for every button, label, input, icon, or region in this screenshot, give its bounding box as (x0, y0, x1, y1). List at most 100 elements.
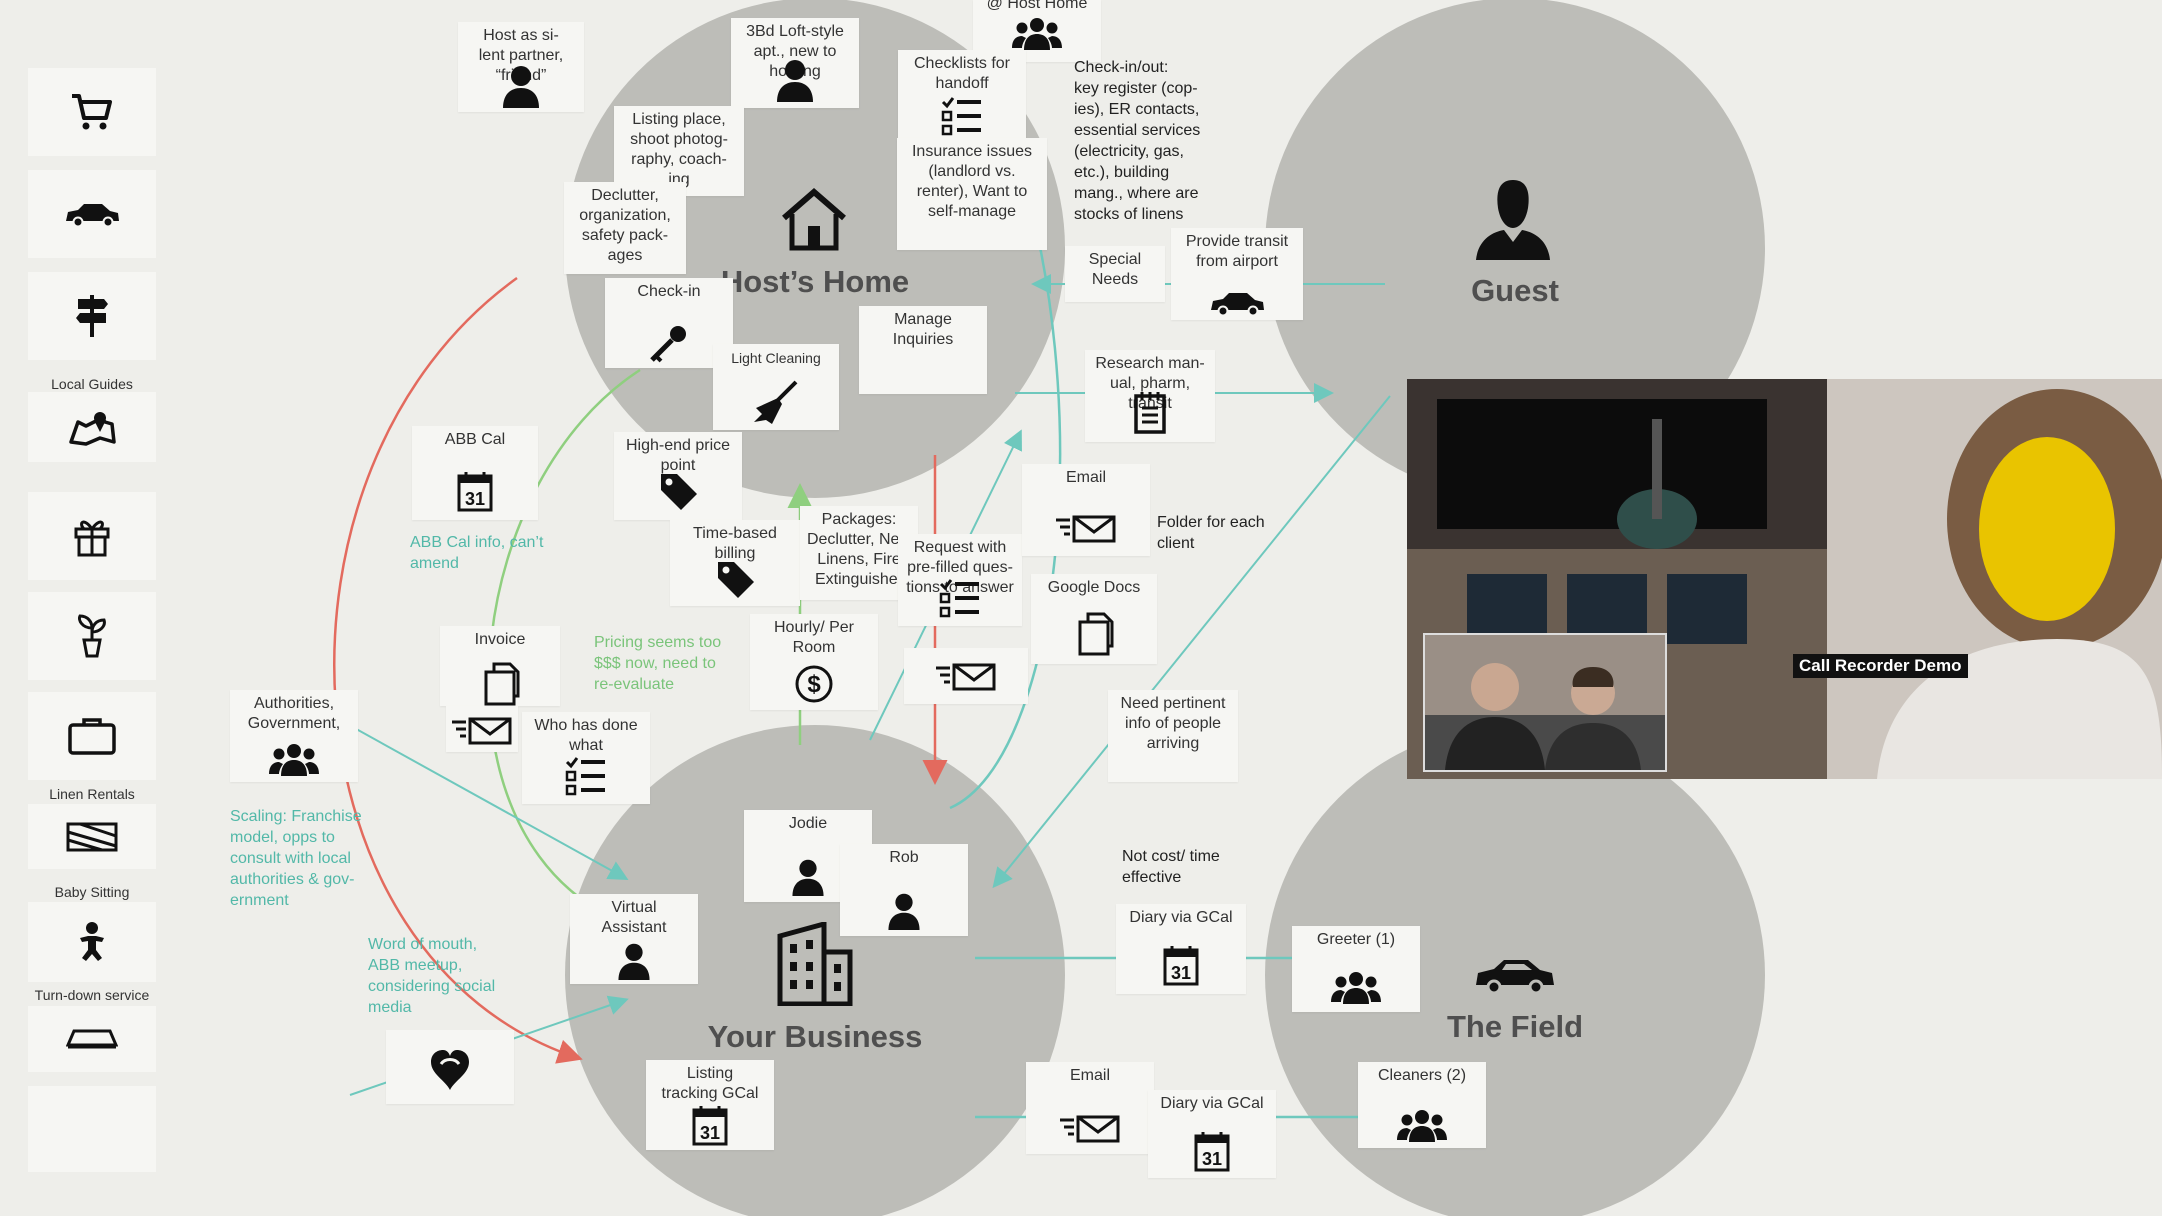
field-car-icon (1476, 960, 1554, 995)
sidebar-label-turn-down: Turn-down service (34, 987, 150, 1003)
note-need-pertinent[interactable]: Need pertinent info of people arriving (1108, 690, 1238, 782)
email-icon (1056, 515, 1116, 543)
text-word-of-mouth: Word of mouth, ABB meetup, considering s… (368, 936, 496, 1016)
sidebar-cell-turn-down[interactable] (28, 1006, 156, 1072)
note-abb-cal[interactable]: ABB Cal 31 (412, 426, 538, 520)
broom-icon (754, 380, 798, 424)
email-icon (936, 663, 996, 691)
guest-person-icon (1476, 180, 1550, 260)
note-listing-place[interactable]: Listing place, shoot photog- raphy, coac… (614, 106, 744, 196)
text-checkin-out: Check-in/out: key register (cop- ies), E… (1074, 59, 1201, 223)
linen-icon (66, 822, 118, 851)
map-icon (69, 412, 116, 446)
note-text: Authorities, Government, (247, 695, 341, 732)
note-email-1[interactable]: Email (1022, 464, 1150, 556)
note-request-email[interactable] (904, 648, 1028, 704)
teal-authorities (339, 719, 629, 880)
checklist-icon (941, 97, 981, 136)
note-time-based[interactable]: Time-based billing (670, 520, 800, 606)
price-tag-icon (661, 474, 697, 510)
text-scaling: Scaling: Franchise model, opps to consul… (230, 808, 362, 909)
person-icon (503, 66, 539, 108)
note-greeter[interactable]: Greeter (1) (1292, 926, 1420, 1012)
note-email-2[interactable]: Email (1026, 1062, 1154, 1154)
circle-label-the-field: The Field (1446, 1009, 1584, 1044)
group-icon (1331, 972, 1381, 1004)
sidebar-cell-cart[interactable] (28, 68, 156, 156)
note-google-docs[interactable]: Google Docs (1031, 574, 1157, 664)
note-text: Rob (889, 849, 919, 866)
note-text: Email (1069, 1067, 1110, 1084)
note-declutter[interactable]: Declutter, organization, safety pack- ag… (564, 182, 686, 274)
sidebar-cell-briefcase[interactable] (28, 692, 156, 780)
note-text: ABB Cal (444, 431, 506, 448)
note-host-home[interactable]: @ Host Home (973, 0, 1101, 62)
sidebar-cell-gift[interactable] (28, 492, 156, 580)
note-cleaners[interactable]: Cleaners (2) (1358, 1062, 1486, 1148)
note-virtual-assistant[interactable]: Virtual Assistant (570, 894, 698, 984)
signpost-icon (76, 295, 108, 337)
sidebar-cell-linen[interactable] (28, 804, 156, 869)
note-diary-1[interactable]: Diary via GCal 31 (1116, 904, 1246, 994)
note-text: @ Host Home (986, 0, 1088, 12)
car-icon (66, 204, 119, 227)
calendar-icon: 31 (692, 1106, 728, 1146)
note-packages[interactable]: Packages: Declutter, New Linens, Fire Ex… (800, 506, 918, 600)
note-manage-inquiries[interactable]: Manage Inquiries (859, 306, 987, 394)
sidebar-label-local-guides: Local Guides (51, 376, 133, 392)
calendar-icon: 31 (1163, 946, 1199, 986)
note-text: Cleaners (2) (1377, 1067, 1467, 1084)
note-special-needs[interactable]: Special Needs (1065, 246, 1165, 302)
sidebar-label-baby-sitting: Baby Sitting (54, 884, 130, 900)
pip-video[interactable] (1423, 633, 1667, 772)
note-host-partner[interactable]: Host as si- lent partner, “friend” (458, 22, 584, 112)
sidebar-cell-map[interactable] (28, 392, 156, 462)
note-research[interactable]: Research man- ual, pharm, transit (1085, 350, 1215, 442)
note-text: Declutter, organization, safety pack- ag… (579, 187, 671, 264)
note-listing-tracking[interactable]: Listing tracking GCal 31 (646, 1060, 774, 1150)
calendar-day: 31 (700, 1123, 720, 1143)
svg-text:$: $ (807, 671, 821, 698)
note-text: Invoice (474, 631, 526, 648)
note-hourly[interactable]: Hourly/ Per Room $ (750, 614, 878, 710)
note-light-cleaning[interactable]: Light Cleaning (713, 344, 839, 430)
note-text: Email (1065, 469, 1106, 486)
house-icon (782, 188, 846, 251)
note-text: Diary via GCal (1129, 909, 1233, 926)
car-icon (1211, 293, 1264, 316)
note-insurance[interactable]: Insurance issues (landlord vs. renter), … (897, 138, 1047, 250)
sidebar-cell-signpost[interactable] (28, 272, 156, 360)
note-rob[interactable]: Rob (840, 844, 968, 936)
text-folder: Folder for each client (1157, 514, 1265, 552)
note-text: High-end price point (625, 437, 731, 474)
note-request[interactable]: Request with pre-filled ques- tions to a… (898, 534, 1022, 626)
note-loft[interactable]: 3Bd Loft-style apt., new to hosting (731, 18, 859, 108)
note-heart-location[interactable] (386, 1030, 514, 1104)
note-high-end[interactable]: High-end price point (614, 432, 742, 520)
note-authorities[interactable]: Authorities, Government, (230, 690, 358, 782)
document-icon (484, 662, 520, 706)
note-invoice[interactable]: Invoice (440, 626, 560, 706)
video-caption: Call Recorder Demo (1793, 654, 1968, 678)
note-text: Request with pre-filled ques- tions to a… (906, 539, 1014, 596)
sidebar-cell-car[interactable] (28, 170, 156, 258)
sidebar: Local Guides Linen Rentals Baby Sitting … (0, 0, 165, 1216)
note-provide-transit[interactable]: Provide transit from airport (1171, 228, 1303, 320)
price-tag-icon (718, 562, 754, 598)
note-checklists[interactable]: Checklists for handoff (898, 50, 1026, 142)
sidebar-cell-plant[interactable] (28, 592, 156, 680)
dollar-icon: $ (795, 665, 833, 703)
note-invoice-email[interactable] (446, 706, 518, 752)
note-who-has-done[interactable]: Who has done what (522, 712, 650, 804)
group-icon (1012, 18, 1062, 50)
briefcase-icon (68, 718, 116, 755)
calendar-day: 31 (1171, 963, 1191, 983)
calendar-day: 31 (1202, 1149, 1222, 1169)
note-diary-2[interactable]: Diary via GCal 31 (1148, 1090, 1276, 1178)
circle-label-hosts-home: Host’s Home (720, 264, 910, 299)
key-icon (650, 326, 686, 363)
note-text: Listing tracking GCal (661, 1065, 759, 1102)
sidebar-cell-baby[interactable] (28, 902, 156, 982)
turn-down-icon (66, 1029, 118, 1049)
note-checkin[interactable]: Check-in (605, 278, 733, 368)
